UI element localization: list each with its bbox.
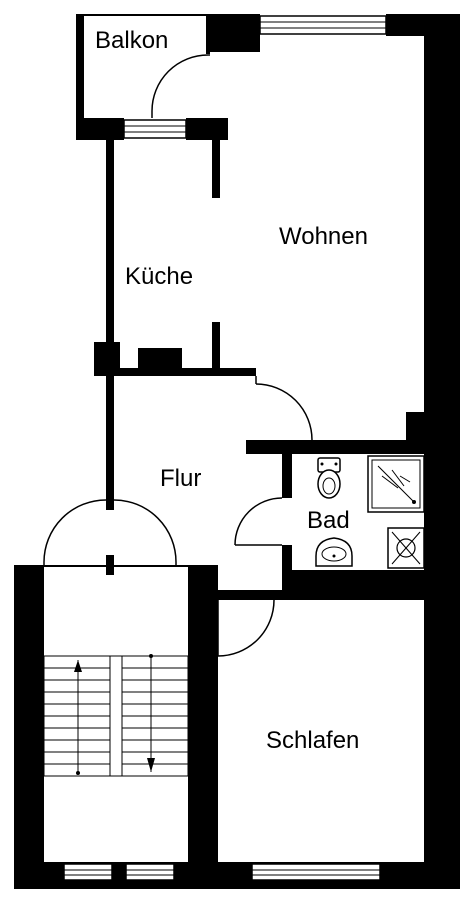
room-label-kueche: Küche: [125, 263, 193, 290]
staircase: [43, 654, 189, 777]
room-label-bad: Bad: [307, 507, 350, 534]
room-label-balkon: Balkon: [95, 27, 168, 54]
bedroom-door-swing: [210, 565, 275, 657]
washing-machine-icon: [387, 527, 425, 569]
room-label-wohnen: Wohnen: [279, 223, 368, 250]
balcony-door-swing: [151, 54, 210, 118]
room-label-schlafen: Schlafen: [266, 727, 359, 754]
bedroom-window: [251, 863, 381, 881]
living-door-swing: [255, 376, 313, 441]
toilet-icon: [317, 457, 341, 499]
sink-icon: [315, 537, 353, 567]
kitchen-partitions: [94, 138, 256, 376]
living-bath-walls: [210, 412, 428, 600]
shower-icon: [367, 455, 425, 513]
staircase-right-wall: [188, 565, 218, 889]
room-label-flur: Flur: [160, 465, 201, 492]
living-window: [259, 15, 387, 35]
staircase-windows: [63, 863, 175, 881]
bath-door-swing: [234, 497, 283, 546]
balcony-window: [123, 119, 187, 139]
